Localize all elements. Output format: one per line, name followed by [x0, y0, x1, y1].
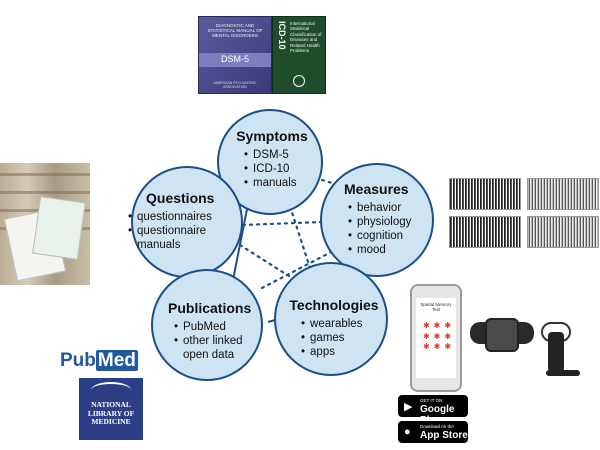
nlm-emblem-icon — [91, 382, 131, 398]
measures-title: Measures — [344, 181, 409, 197]
link-questions-measures — [241, 220, 324, 227]
publications-item: other linked — [174, 334, 262, 348]
measures-item: behavior — [348, 201, 428, 215]
icd10-book-image: ICD-10 International Statistical Classif… — [272, 16, 326, 94]
google-badge-big-text: Google Play — [420, 404, 455, 426]
flower-icon: ✱ — [444, 342, 452, 352]
who-emblem-icon — [293, 75, 305, 87]
questions-list: questionnaires questionnaire manuals — [128, 210, 248, 252]
play-triangle-icon: ▶ — [404, 401, 413, 413]
icd-description-text: International Statistical Classification… — [290, 21, 322, 54]
waveform-chart — [449, 216, 521, 248]
symptoms-item: manuals — [244, 176, 312, 190]
icd-code-text: ICD-10 — [277, 21, 287, 50]
file-divider — [0, 191, 90, 194]
technologies-title: Technologies — [289, 297, 379, 313]
technologies-item: wearables — [301, 317, 379, 331]
technologies-item: apps — [301, 345, 379, 359]
apple-badge-small-text: Download on the — [420, 424, 454, 429]
questions-title: Questions — [146, 190, 215, 206]
questions-item-text: manuals — [137, 239, 181, 251]
microphone-stand-icon — [546, 370, 580, 376]
measures-list: behavior physiology cognition mood — [348, 201, 428, 257]
google-play-badge[interactable]: ▶ GET IT ON Google Play — [398, 395, 468, 426]
publications-title: Publications — [168, 300, 252, 316]
microphone-icon — [548, 332, 564, 372]
apple-logo-icon: ● — [404, 426, 411, 438]
symptoms-item: ICD-10 — [244, 162, 312, 176]
questions-node: Questions questionnaires questionnaire m… — [128, 190, 248, 252]
dsm-band — [199, 53, 271, 67]
measures-item: physiology — [348, 215, 428, 229]
dsm-header-text: DIAGNOSTIC AND STATISTICAL MANUAL OF MEN… — [207, 23, 263, 38]
technologies-list: wearables games apps — [301, 317, 379, 359]
dsm5-book-image: DIAGNOSTIC AND STATISTICAL MANUAL OF MEN… — [198, 16, 272, 94]
nlm-line2: LIBRARY OF — [87, 408, 135, 418]
measures-node: Measures behavior physiology cognition m… — [338, 181, 428, 257]
questions-item: questionnaire — [128, 224, 248, 238]
link-symptoms-technologies — [286, 198, 312, 270]
questionnaire-paper — [32, 196, 86, 260]
publications-item-continued: open data — [174, 348, 262, 362]
measures-item: cognition — [348, 229, 428, 243]
flower-icon: ✱ — [433, 321, 441, 330]
questions-item: questionnaires — [128, 210, 248, 224]
dsm-publisher-text: AMERICAN PSYCHIATRIC ASSOCIATION — [213, 81, 257, 89]
memory-grid: ✱✱✱ ✱✱✱ ✱✱✱ — [422, 322, 452, 352]
symptoms-item: DSM-5 — [244, 148, 312, 162]
flower-icon: ✱ — [422, 342, 430, 352]
technologies-item: games — [301, 331, 379, 345]
nlm-line3: MEDICINE — [91, 417, 131, 426]
phone-screen: Spatial Memory Test ✱✱✱ ✱✱✱ ✱✱✱ — [416, 298, 456, 378]
link-questions-technologies — [238, 243, 294, 280]
apple-badge-big-text: App Store — [420, 430, 468, 441]
dsm-edition-text: DSM-5 — [220, 54, 249, 64]
flower-icon: ✱ — [444, 321, 452, 330]
wearable-watch-icon — [485, 318, 519, 352]
symptoms-title: Symptoms — [236, 128, 308, 144]
spectrogram-chart — [527, 216, 599, 248]
questions-item-continued: manuals — [128, 238, 248, 252]
flower-icon: ✱ — [433, 331, 441, 341]
publications-item: PubMed — [174, 320, 262, 334]
app-title: Spatial Memory Test — [420, 302, 452, 312]
publications-list: PubMed other linked open data — [174, 320, 262, 362]
flower-icon: ✱ — [433, 342, 441, 352]
app-store-badge[interactable]: ● Download on the App Store — [398, 421, 468, 443]
technologies-node: Technologies wearables games apps — [289, 297, 379, 359]
pubmed-logo-pub: Pub — [60, 350, 96, 371]
link-publications-measures — [260, 248, 337, 290]
flower-icon: ✱ — [422, 331, 430, 341]
file-divider — [0, 173, 90, 176]
spectrogram-chart — [527, 178, 599, 210]
nlm-logo: NATIONAL LIBRARY OF MEDICINE — [79, 378, 143, 440]
publications-item-text: open data — [183, 349, 235, 361]
symptoms-node: Symptoms DSM-5 ICD-10 manuals — [232, 128, 312, 190]
waveform-chart — [449, 178, 521, 210]
google-badge-small-text: GET IT ON — [420, 398, 443, 403]
smartphone-app-image: Spatial Memory Test ✱✱✱ ✱✱✱ ✱✱✱ — [410, 284, 462, 392]
symptoms-list: DSM-5 ICD-10 manuals — [244, 148, 312, 190]
flower-icon: ✱ — [444, 331, 452, 341]
flower-icon: ✱ — [422, 321, 430, 330]
pubmed-logo-med: Med — [95, 350, 138, 371]
measures-item: mood — [348, 243, 428, 257]
publications-node: Publications PubMed other linked open da… — [162, 300, 262, 362]
nlm-line1: NATIONAL — [91, 400, 131, 409]
questionnaire-files-photo — [0, 163, 90, 285]
